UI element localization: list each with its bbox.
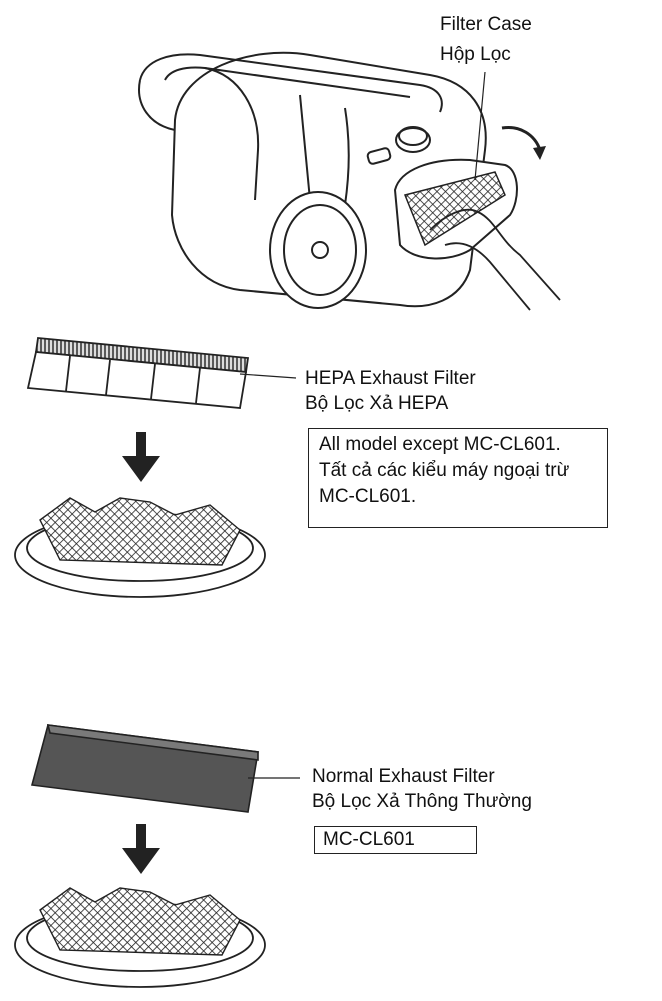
filter-case-label-en: Filter Case xyxy=(440,14,532,35)
normal-label-vi: Bộ Lọc Xả Thông Thường xyxy=(312,791,532,812)
hepa-note-line: All model except MC-CL601. xyxy=(319,434,561,455)
normal-filter-drawing xyxy=(30,724,300,813)
hepa-label-vi: Bộ Lọc Xả HEPA xyxy=(305,393,449,414)
filter-tray-drawing xyxy=(14,887,266,988)
filter-tray-drawing xyxy=(14,497,266,598)
filter-case-label-vi: Hộp Lọc xyxy=(440,44,511,65)
down-arrow-icon xyxy=(122,824,160,874)
hepa-note-line: MC-CL601. xyxy=(319,486,417,507)
hepa-filter-drawing xyxy=(26,337,297,409)
hepa-label-en: HEPA Exhaust Filter xyxy=(305,368,476,389)
vacuum-cleaner-drawing xyxy=(138,51,561,311)
hepa-model-note: All model except MC-CL601. Tất cả các ki… xyxy=(308,428,608,528)
normal-label-en: Normal Exhaust Filter xyxy=(312,766,495,787)
down-arrow-icon xyxy=(122,432,160,482)
normal-model-note: MC-CL601 xyxy=(314,826,477,854)
hepa-note-line: Tất cả các kiểu máy ngoại trừ xyxy=(319,460,570,481)
